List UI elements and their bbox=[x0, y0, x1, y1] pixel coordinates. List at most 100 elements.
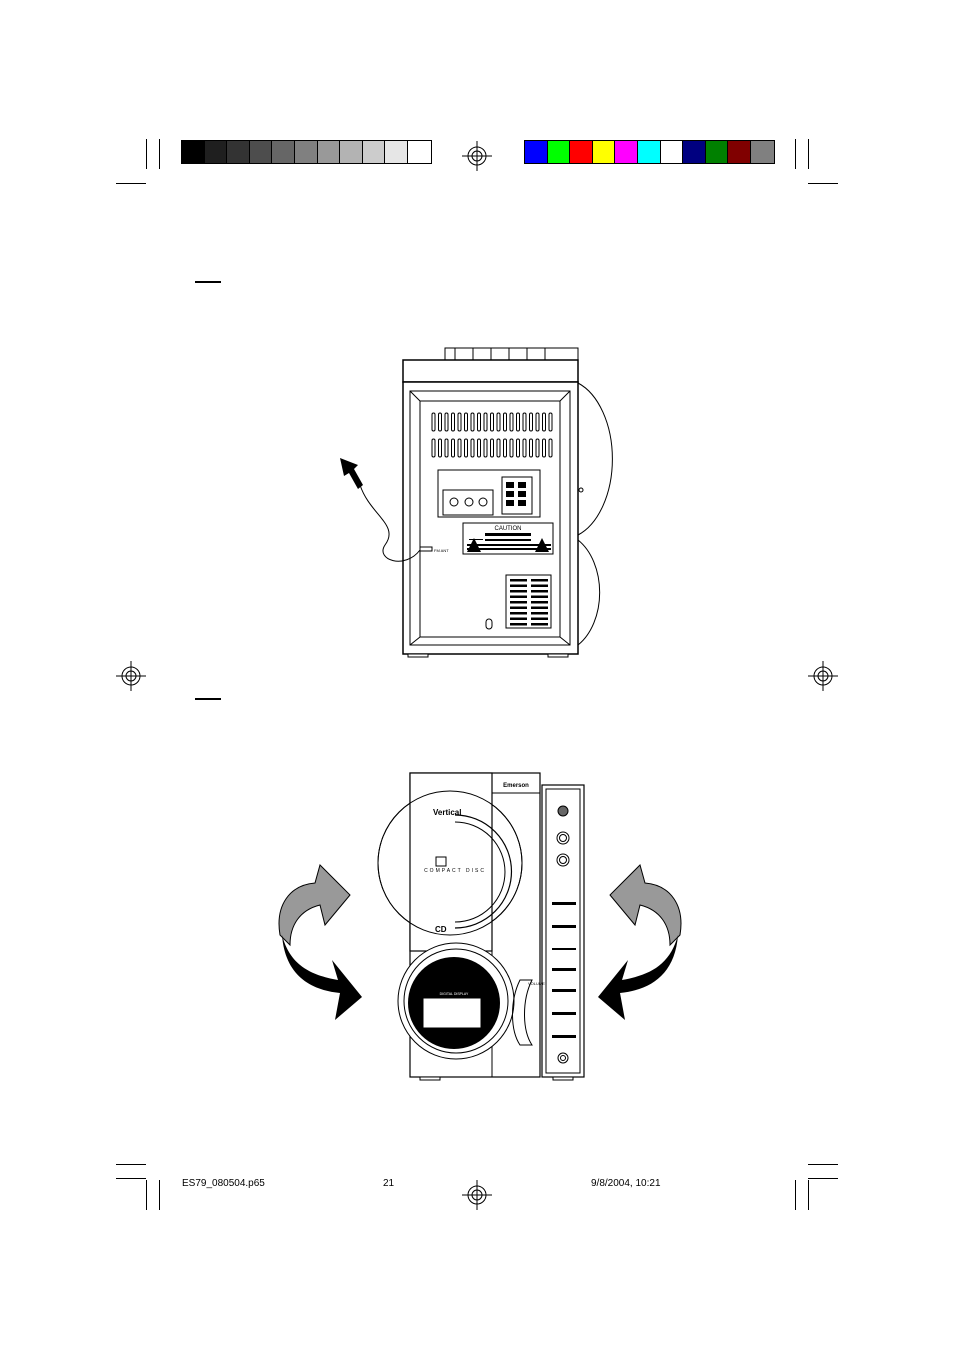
vent-slot bbox=[509, 438, 514, 458]
vent-slot bbox=[431, 412, 436, 432]
vent-slot bbox=[531, 601, 548, 604]
color-calibration-strip bbox=[524, 140, 775, 164]
color-swatch bbox=[340, 141, 363, 163]
vent-slot bbox=[490, 412, 494, 432]
section-marker bbox=[195, 698, 221, 700]
vent-slot bbox=[535, 412, 540, 432]
vent-slot bbox=[516, 412, 520, 432]
caution-title: CAUTION bbox=[495, 526, 522, 532]
vent-slot bbox=[503, 438, 507, 458]
vent-slot bbox=[529, 412, 533, 432]
registration-target-icon bbox=[116, 661, 146, 691]
vent-slot bbox=[503, 412, 507, 432]
vent-slot bbox=[531, 595, 548, 598]
vent-slot bbox=[522, 438, 527, 458]
crop-mark bbox=[146, 139, 147, 169]
vent-slot bbox=[531, 590, 548, 593]
crop-mark bbox=[808, 1164, 838, 1165]
vent-slot bbox=[470, 412, 475, 432]
vent-slot bbox=[531, 612, 548, 615]
vent-slot bbox=[510, 606, 527, 609]
crop-mark bbox=[808, 1180, 809, 1210]
vent-slot bbox=[510, 623, 527, 626]
vent-slot bbox=[510, 595, 527, 598]
crop-mark bbox=[146, 1180, 147, 1210]
vent-slot bbox=[451, 438, 455, 458]
vent-slot bbox=[531, 606, 548, 609]
vent-slot bbox=[496, 438, 501, 458]
color-swatch bbox=[660, 141, 684, 163]
registration-target-icon bbox=[808, 661, 838, 691]
color-swatch bbox=[182, 141, 205, 163]
registration-target-icon bbox=[462, 141, 492, 171]
crop-mark bbox=[795, 139, 796, 169]
color-swatch bbox=[317, 141, 341, 163]
footer-datetime: 9/8/2004, 10:21 bbox=[591, 1178, 661, 1189]
vent-slot bbox=[509, 412, 514, 432]
vent-slot bbox=[516, 438, 520, 458]
color-swatch bbox=[570, 141, 593, 163]
crop-mark bbox=[808, 183, 838, 184]
rear-panel-illustration: CAUTION FM ANT bbox=[340, 347, 613, 658]
volume-label: VOLUME bbox=[528, 981, 545, 986]
vent-slot bbox=[535, 438, 540, 458]
color-swatch bbox=[705, 141, 729, 163]
disc-label-vertical: Vertical bbox=[433, 808, 461, 817]
vent-slot bbox=[542, 438, 546, 458]
vent-slot bbox=[457, 412, 462, 432]
color-swatch bbox=[637, 141, 661, 163]
vent-slot bbox=[483, 412, 488, 432]
vent-slot bbox=[531, 617, 548, 620]
crop-mark bbox=[116, 183, 146, 184]
vent-slot bbox=[548, 412, 553, 432]
color-swatch bbox=[615, 141, 638, 163]
vent-slot bbox=[451, 412, 455, 432]
vent-slot bbox=[510, 601, 527, 604]
vent-slot bbox=[438, 438, 442, 458]
vent-slot bbox=[510, 590, 527, 593]
crop-mark bbox=[159, 1180, 160, 1210]
vent-slot bbox=[542, 412, 546, 432]
vent-slot bbox=[477, 438, 481, 458]
footer-page-number: 21 bbox=[383, 1178, 395, 1189]
color-swatch bbox=[362, 141, 386, 163]
vent-slot bbox=[531, 579, 548, 582]
color-swatch bbox=[294, 141, 318, 163]
display-label: DIGITAL DISPLAY bbox=[440, 992, 469, 996]
crop-mark bbox=[159, 139, 160, 169]
vent-slot bbox=[496, 412, 501, 432]
crop-mark bbox=[795, 1180, 796, 1210]
vent-slot bbox=[510, 617, 527, 620]
vent-slot bbox=[483, 438, 488, 458]
crop-mark bbox=[808, 139, 809, 169]
vent-slot bbox=[531, 623, 548, 626]
color-swatch bbox=[272, 141, 295, 163]
color-swatch bbox=[204, 141, 228, 163]
vent-slot bbox=[464, 438, 468, 458]
vent-slot bbox=[470, 438, 475, 458]
vent-slot bbox=[510, 579, 527, 582]
front-panel-illustration: Emerson Vertical CD COMPACT DISC DIGITAL… bbox=[278, 772, 682, 1081]
vent-slot bbox=[444, 438, 449, 458]
vent-slot bbox=[522, 412, 527, 432]
color-swatch bbox=[249, 141, 273, 163]
color-swatch bbox=[385, 141, 408, 163]
crop-mark bbox=[808, 1178, 838, 1179]
color-swatch bbox=[683, 141, 706, 163]
color-swatch bbox=[547, 141, 571, 163]
vent-slot bbox=[510, 584, 527, 587]
color-swatch bbox=[525, 141, 548, 163]
fm-antenna-jack-label: FM ANT bbox=[434, 548, 449, 553]
color-swatch bbox=[750, 141, 774, 163]
crop-mark bbox=[116, 1178, 146, 1179]
vent-slot bbox=[490, 438, 494, 458]
vent-slot bbox=[431, 438, 436, 458]
disc-label-cd: CD bbox=[435, 925, 447, 934]
vent-slot bbox=[477, 412, 481, 432]
vent-slot bbox=[531, 584, 548, 587]
vent-slot bbox=[529, 438, 533, 458]
vent-slot bbox=[548, 438, 553, 458]
vent-slot bbox=[438, 412, 442, 432]
crop-mark bbox=[116, 1164, 146, 1165]
color-swatch bbox=[407, 141, 431, 163]
